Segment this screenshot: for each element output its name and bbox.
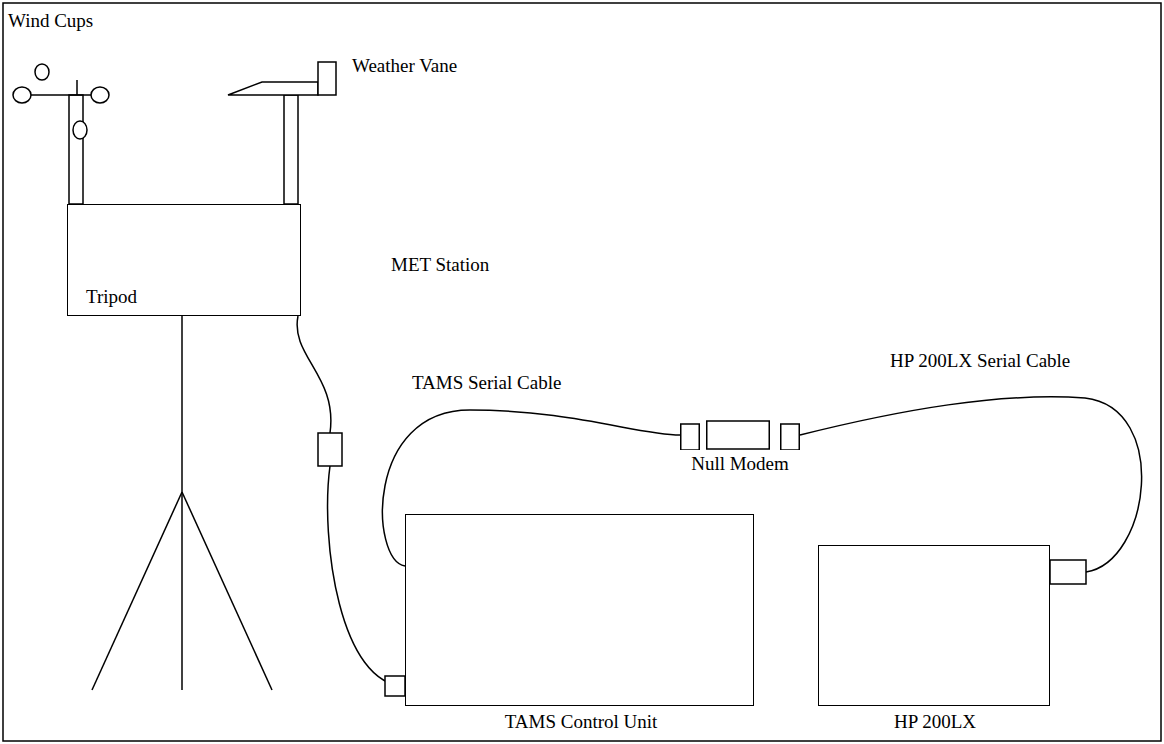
- null-modem: Null Modem: [680, 420, 800, 450]
- cable-plug: [1050, 560, 1086, 584]
- cable-label: HP 200LX Serial Cable: [888, 350, 1072, 373]
- node-label: TAMS Control Unit: [505, 711, 658, 734]
- handheld-computer-box: HP 200LX: [818, 545, 1050, 706]
- null-modem-shape: [680, 420, 800, 450]
- part-label: Wind Cups: [8, 10, 93, 33]
- serial-cable: [297, 316, 405, 686]
- node-label: MET Station: [391, 254, 489, 277]
- control-unit-box: TAMS Control Unit: [405, 514, 754, 706]
- node-label: HP 200LX: [894, 711, 976, 734]
- cable-plug: [318, 433, 342, 466]
- weather-vane: [228, 62, 336, 204]
- serial-cable: [382, 410, 680, 566]
- frame: [3, 3, 1161, 741]
- cable-label: TAMS Serial Cable: [410, 372, 563, 395]
- part-label: Tripod: [86, 286, 137, 309]
- wind-cups: [13, 64, 109, 204]
- tripod: [92, 316, 272, 690]
- part-label: Weather Vane: [352, 55, 457, 78]
- cable-plug: [385, 676, 405, 696]
- node-label: Null Modem: [691, 453, 789, 476]
